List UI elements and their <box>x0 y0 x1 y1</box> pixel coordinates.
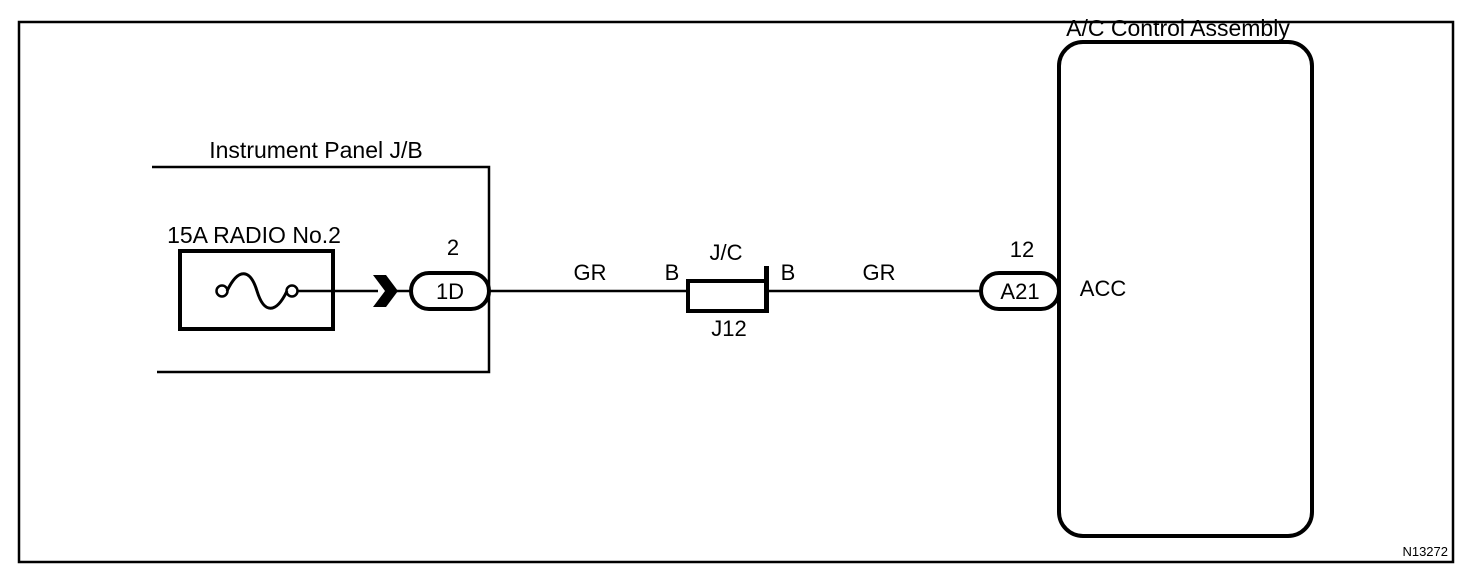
instrument-panel-jb-label: Instrument Panel J/B <box>209 137 423 163</box>
wire-left-color: GR <box>574 260 607 285</box>
instrument-panel-jb-box <box>152 165 491 374</box>
wire-right-color: GR <box>863 260 896 285</box>
junction-connector-j12 <box>686 279 769 313</box>
ac-control-assembly-label: A/C Control Assembly <box>1066 15 1290 41</box>
figure-id: N13272 <box>1402 544 1448 559</box>
connector-a21-code: A21 <box>1000 279 1039 304</box>
fuse-icon <box>215 272 299 310</box>
connector-chevron-icon <box>373 275 398 307</box>
connector-a21-pin: 12 <box>1010 237 1034 262</box>
junction-connector-left-pin: B <box>665 260 680 285</box>
connector-1d-pin: 2 <box>447 235 459 260</box>
outer-frame <box>17 20 1455 564</box>
junction-connector-right-pin: B <box>781 260 796 285</box>
junction-connector-bottom-label: J12 <box>711 316 746 341</box>
connector-a21 <box>979 271 1061 311</box>
acc-terminal-label: ACC <box>1080 276 1127 301</box>
junction-connector-top-label: J/C <box>710 240 743 265</box>
junction-connector-pin-mark <box>764 266 769 311</box>
fuse-label: 15A RADIO No.2 <box>167 222 341 248</box>
connector-1d-code: 1D <box>436 279 464 304</box>
